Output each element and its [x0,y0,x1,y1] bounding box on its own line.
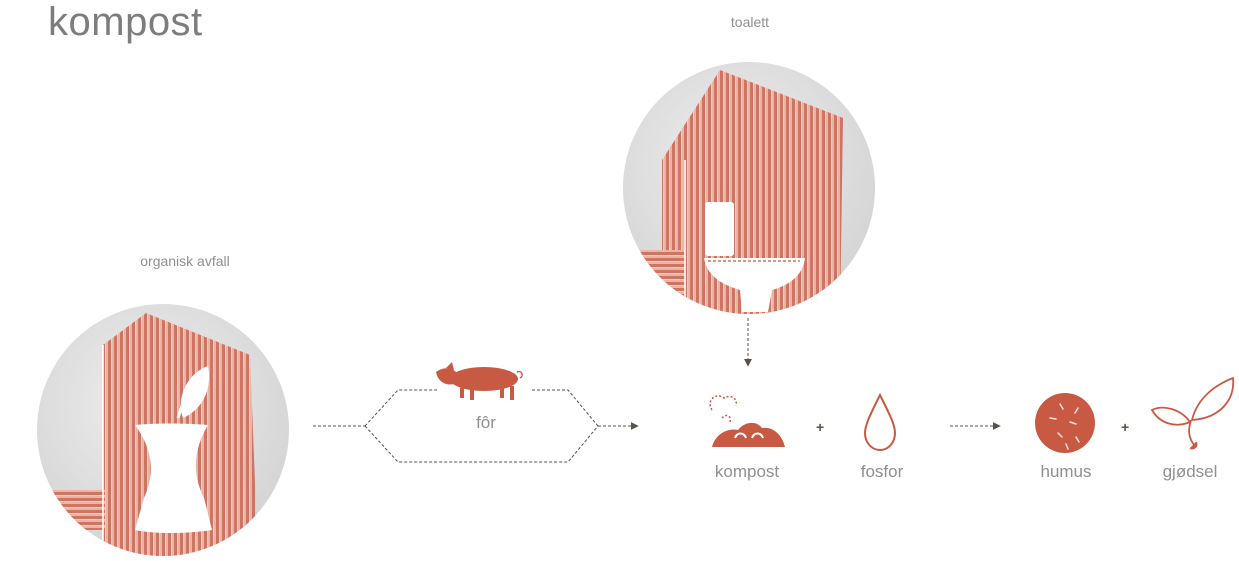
flow-connectors [313,318,1000,462]
humus-icon [1035,393,1095,453]
pig-icon [436,362,522,400]
plant-icon [1152,378,1233,449]
water-drop-icon [865,395,895,450]
toilet-illustration [623,62,875,320]
compost-icon [710,396,785,447]
organic-waste-illustration [37,304,289,560]
